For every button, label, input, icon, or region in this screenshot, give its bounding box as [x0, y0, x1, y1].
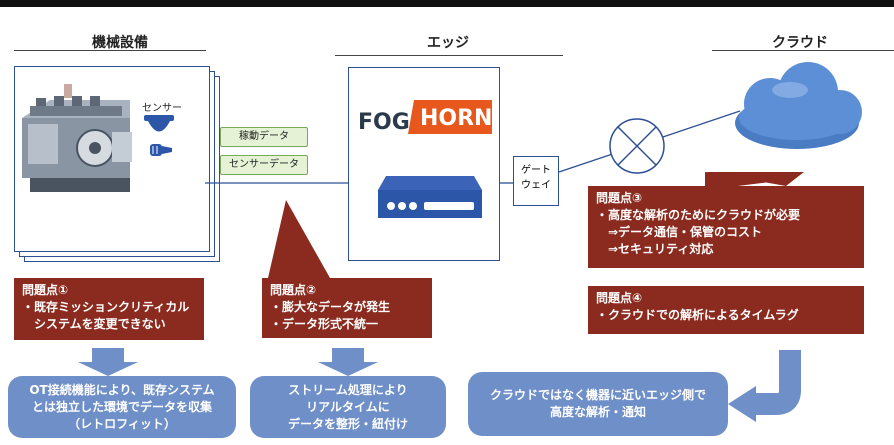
- solution-3: クラウドではなく機器に近いエッジ側で 高度な解析・通知: [468, 372, 728, 436]
- sensor-label: センサー: [142, 103, 182, 114]
- header-cloud-underline: [712, 50, 894, 51]
- header-edge-underline: [335, 55, 563, 56]
- edge-frame: [348, 67, 500, 261]
- sensor-dome-icon: [144, 115, 174, 132]
- header-machine: 機械設備: [92, 35, 148, 51]
- problem-1: 問題点① ・既存ミッションクリティカル システムを変更できない: [14, 278, 204, 340]
- problem-2: 問題点② ・膨大なデータが発生 ・データ形式不統一: [262, 278, 432, 338]
- down-arrow-icon-2: [318, 348, 378, 376]
- edge-device-icon: [378, 176, 482, 218]
- return-arrow-icon: [728, 350, 801, 422]
- gateway-box: ゲート ウェイ: [513, 156, 559, 206]
- header-edge: エッジ: [427, 35, 469, 51]
- tag-sensor-data: センサーデータ: [220, 155, 308, 175]
- logo-part-fog: FOG: [358, 110, 410, 135]
- sensor-probe-icon: [150, 144, 172, 156]
- blocked-connection-icon: [609, 118, 665, 174]
- foghorn-horn-badge: [408, 100, 492, 134]
- solution-2: ストリーム処理により リアルタイムに データを整形・紐付け: [250, 376, 446, 438]
- down-arrow-icon: [78, 348, 138, 376]
- cloud-icon: [735, 62, 862, 149]
- solution-1: OT接続機能により、既存システム とは独立した環境でデータを収集 （レトロフィッ…: [8, 376, 236, 438]
- machine-image: [22, 84, 132, 192]
- problem-4: 問題点④ ・クラウドでの解析によるタイムラグ: [588, 286, 864, 334]
- header-machine-underline: [14, 50, 206, 51]
- problem-3: 問題点③ ・高度な解析のためにクラウドが必要 ⇒データ通信・保管のコスト ⇒セキ…: [588, 186, 864, 268]
- top-bar: [0, 0, 894, 7]
- foghorn-logo: FOG: [356, 106, 496, 140]
- header-cloud: クラウド: [772, 35, 828, 51]
- tag-operation-data: 稼動データ: [220, 127, 308, 147]
- logo-part-horn: HORN: [420, 106, 493, 131]
